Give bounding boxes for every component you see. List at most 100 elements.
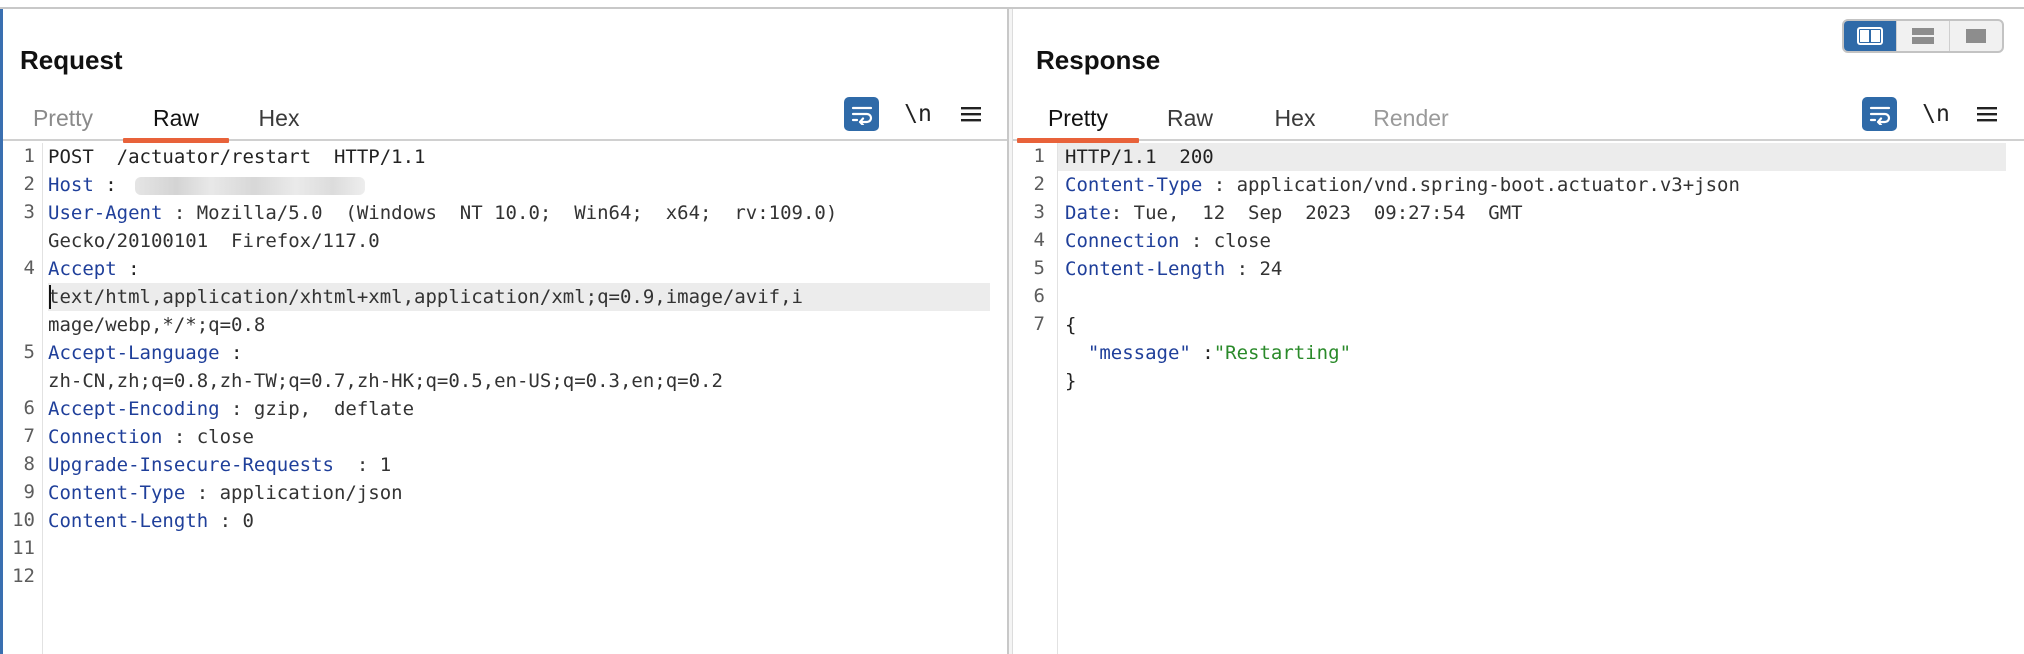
request-title: Request bbox=[20, 45, 123, 75]
line-number: 2 bbox=[23, 173, 35, 195]
code-text: Gecko/20100101 Firefox/117.0 bbox=[48, 230, 380, 252]
request-tabbar: Pretty Raw Hex \n bbox=[3, 93, 1009, 143]
header-name: Connection bbox=[1065, 230, 1180, 252]
line-number: 11 bbox=[12, 537, 35, 559]
header-name: Upgrade-Insecure-Requests bbox=[48, 454, 334, 476]
word-wrap-toggle[interactable] bbox=[1862, 97, 1897, 131]
response-tabbar: Pretty Raw Hex Render \n bbox=[1013, 93, 2024, 143]
show-newlines-toggle[interactable]: \n bbox=[1922, 101, 1950, 127]
header-name: Date bbox=[1065, 202, 1111, 224]
active-line-highlight bbox=[48, 283, 990, 311]
code-text: POST /actuator/restart HTTP/1.1 bbox=[48, 146, 426, 168]
line-number: 12 bbox=[12, 565, 35, 587]
line-number: 3 bbox=[1033, 201, 1045, 223]
line-number: 7 bbox=[23, 425, 35, 447]
code-line: Connection : close bbox=[48, 423, 254, 451]
code-line: Content-Type : application/json bbox=[48, 479, 403, 507]
response-menu-button[interactable] bbox=[1970, 97, 2004, 131]
layout-split-columns-button[interactable] bbox=[1844, 21, 1897, 51]
panel-splitter[interactable] bbox=[1007, 9, 1013, 654]
header-name: Content-Type bbox=[1065, 174, 1203, 196]
request-tab-pretty[interactable]: Pretty bbox=[32, 105, 94, 131]
code-text: : Mozilla/5.0 (Windows NT 10.0; Win64; x… bbox=[162, 202, 838, 224]
word-wrap-toggle[interactable] bbox=[844, 97, 879, 131]
code-line: POST /actuator/restart HTTP/1.1 bbox=[48, 143, 426, 171]
line-number: 1 bbox=[23, 145, 35, 167]
code-text: } bbox=[1065, 370, 1077, 392]
code-text: : bbox=[93, 174, 117, 196]
code-text: : close bbox=[162, 426, 254, 448]
code-line: Gecko/20100101 Firefox/117.0 bbox=[48, 227, 380, 255]
layout-single-pane-button[interactable] bbox=[1950, 21, 2002, 51]
code-text: : 0 bbox=[208, 510, 254, 532]
window-left-edge bbox=[0, 9, 3, 654]
code-line: Content-Length : 24 bbox=[1065, 255, 1282, 283]
line-number: 5 bbox=[23, 341, 35, 363]
line-number: 2 bbox=[1033, 173, 1045, 195]
code-line: HTTP/1.1 200 bbox=[1065, 143, 1214, 171]
code-line: { bbox=[1065, 311, 1076, 339]
code-text: { bbox=[1065, 314, 1077, 336]
header-name: User-Agent bbox=[48, 202, 163, 224]
response-tab-raw[interactable]: Raw bbox=[1166, 105, 1213, 131]
code-text: : bbox=[219, 342, 243, 364]
word-wrap-icon bbox=[1869, 106, 1890, 125]
layout-switch bbox=[1842, 19, 2004, 53]
code-line: Host : bbox=[48, 171, 365, 199]
line-number-gutter bbox=[3, 143, 43, 654]
layout-split-rows-button[interactable] bbox=[1897, 21, 1950, 51]
response-tab-render: Render bbox=[1373, 105, 1449, 131]
header-name: Accept-Encoding bbox=[48, 398, 220, 420]
hamburger-menu-icon bbox=[1977, 107, 1997, 122]
header-name: Content-Length bbox=[1065, 258, 1226, 280]
response-tab-pretty[interactable]: Pretty bbox=[1017, 105, 1139, 143]
line-number: 9 bbox=[23, 481, 35, 503]
request-tab-raw[interactable]: Raw bbox=[123, 105, 229, 143]
code-text: : 1 bbox=[333, 454, 392, 476]
code-line: Connection : close bbox=[1065, 227, 1271, 255]
code-line: zh-CN,zh;q=0.8,zh-TW;q=0.7,zh-HK;q=0.5,e… bbox=[48, 367, 723, 395]
code-text: : 24 bbox=[1225, 258, 1283, 280]
code-text: : gzip, deflate bbox=[219, 398, 415, 420]
request-tab-hex[interactable]: Hex bbox=[258, 105, 300, 131]
request-editor[interactable]: 1 POST /actuator/restart HTTP/1.1 2 Host : 3… bbox=[3, 143, 1009, 654]
text-caret bbox=[49, 285, 51, 309]
code-text: HTTP/1.1 200 bbox=[1065, 146, 1214, 168]
split-rows-icon bbox=[1912, 28, 1934, 44]
line-number: 4 bbox=[1033, 229, 1045, 251]
line-number: 5 bbox=[1033, 257, 1045, 279]
header-name: Accept bbox=[48, 258, 117, 280]
json-key: "message" bbox=[1065, 342, 1191, 364]
line-number: 7 bbox=[1033, 313, 1045, 335]
line-number: 4 bbox=[23, 257, 35, 279]
code-line: Accept-Encoding : gzip, deflate bbox=[48, 395, 414, 423]
split-columns-icon bbox=[1857, 27, 1883, 45]
line-number: 3 bbox=[23, 201, 35, 223]
code-text: : application/json bbox=[185, 482, 403, 504]
code-line: } bbox=[1065, 367, 1076, 395]
active-line-highlight bbox=[1058, 143, 2006, 171]
code-line: Content-Length : 0 bbox=[48, 507, 254, 535]
code-line: Upgrade-Insecure-Requests : 1 bbox=[48, 451, 391, 479]
show-newlines-toggle[interactable]: \n bbox=[904, 101, 932, 127]
header-name: Host bbox=[48, 174, 94, 196]
window-top-border bbox=[0, 0, 2024, 9]
line-number: 6 bbox=[1033, 285, 1045, 307]
code-line: User-Agent : Mozilla/5.0 (Windows NT 10.… bbox=[48, 199, 837, 227]
redacted-host-value bbox=[134, 176, 365, 195]
code-line: mage/webp,*/*;q=0.8 bbox=[48, 311, 265, 339]
code-line: "message" :"Restarting" bbox=[1065, 339, 1351, 367]
code-text: : application/vnd.spring-boot.actuator.v… bbox=[1202, 174, 1740, 196]
hamburger-menu-icon bbox=[961, 107, 981, 122]
header-name: Accept-Language bbox=[48, 342, 220, 364]
request-panel: Request Pretty Raw Hex \n 1 POST /actuato… bbox=[3, 9, 1009, 654]
line-number: 8 bbox=[23, 453, 35, 475]
word-wrap-icon bbox=[851, 106, 872, 125]
request-menu-button[interactable] bbox=[954, 97, 988, 131]
code-text: : bbox=[116, 258, 140, 280]
response-tab-hex[interactable]: Hex bbox=[1274, 105, 1316, 131]
code-text: mage/webp,*/*;q=0.8 bbox=[48, 314, 266, 336]
code-line: Date: Tue, 12 Sep 2023 09:27:54 GMT bbox=[1065, 199, 1523, 227]
